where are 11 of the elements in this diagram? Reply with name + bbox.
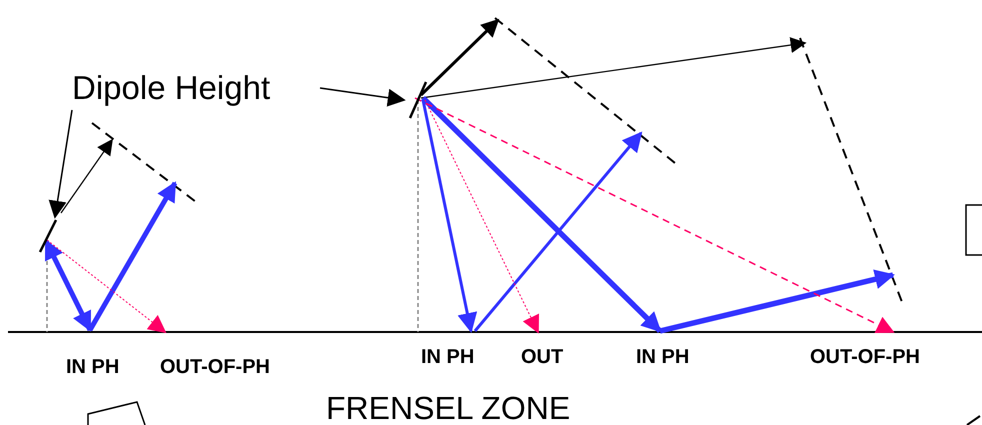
dipole-antenna	[38, 218, 58, 254]
phase-label: IN PH	[421, 346, 474, 369]
dipole-height-label: Dipole Height	[72, 68, 320, 108]
leader-arrow	[48, 110, 73, 219]
phase-label: OUT	[521, 346, 564, 369]
phase-label: OUT-OF-PH	[810, 346, 920, 369]
phase-label: OUT-OF-PH	[160, 356, 270, 379]
zone-label: FRENSEL ZONE	[326, 390, 570, 425]
phase-label: IN PH	[636, 346, 690, 369]
phase-label: IN PH	[66, 356, 120, 379]
leader-arrow	[320, 87, 406, 107]
